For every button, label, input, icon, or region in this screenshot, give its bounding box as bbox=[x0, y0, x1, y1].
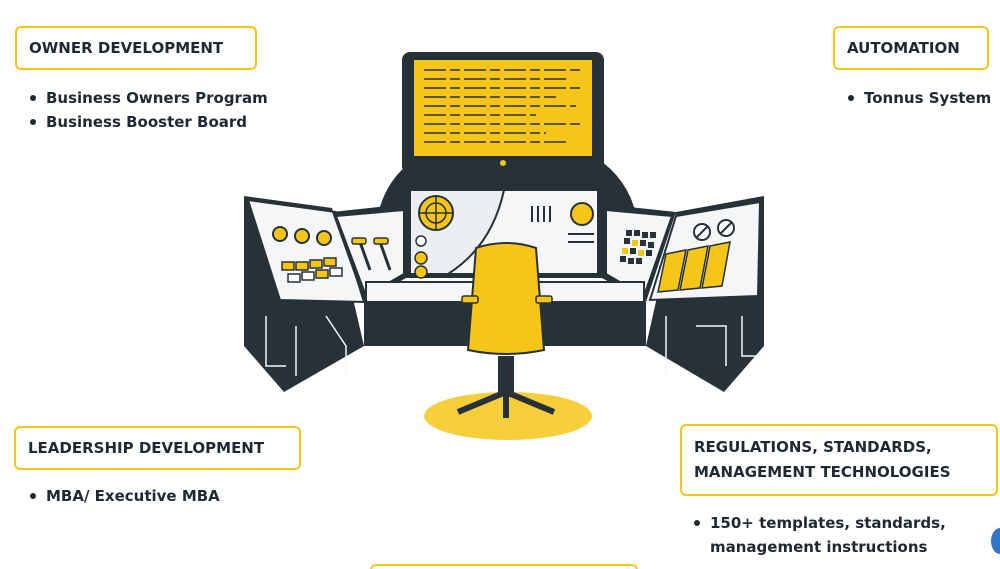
automation-label: AUTOMATION bbox=[833, 26, 989, 70]
right-grid-panel bbox=[602, 204, 676, 302]
monitor bbox=[402, 52, 604, 184]
list-item: Business Booster Board bbox=[28, 110, 268, 134]
owner-development-title: OWNER DEVELOPMENT bbox=[29, 39, 224, 57]
list-item: Business Owners Program bbox=[28, 86, 268, 110]
leadership-development-title: LEADERSHIP DEVELOPMENT bbox=[28, 439, 265, 457]
owner-development-label: OWNER DEVELOPMENT bbox=[15, 26, 257, 70]
leadership-development-label: LEADERSHIP DEVELOPMENT bbox=[14, 426, 301, 470]
left-wing-panel bbox=[244, 196, 366, 392]
regulations-label: REGULATIONS, STANDARDS, MANAGEMENT TECHN… bbox=[680, 424, 998, 496]
list-item: MBA/ Executive MBA bbox=[28, 484, 220, 508]
regulations-list: 150+ templates, standards, management in… bbox=[692, 511, 982, 559]
owner-development-list: Business Owners Program Business Booster… bbox=[28, 86, 268, 134]
chair bbox=[456, 242, 556, 418]
center-console bbox=[406, 186, 602, 279]
regulations-title-line1: REGULATIONS, STANDARDS, bbox=[694, 438, 932, 456]
automation-title: AUTOMATION bbox=[847, 39, 960, 57]
chat-bubble-icon[interactable] bbox=[991, 528, 1000, 554]
automation-list: Tonnus System bbox=[846, 86, 991, 110]
right-wing-panel bbox=[646, 196, 764, 392]
left-slider-panel bbox=[332, 204, 406, 302]
list-item: 150+ templates, standards, management in… bbox=[692, 511, 982, 559]
regulations-title-line2: MANAGEMENT TECHNOLOGIES bbox=[694, 463, 951, 481]
bottom-section-label bbox=[370, 564, 638, 569]
control-panel-illustration bbox=[244, 52, 764, 440]
leadership-development-list: MBA/ Executive MBA bbox=[28, 484, 220, 508]
list-item: Tonnus System bbox=[846, 86, 991, 110]
